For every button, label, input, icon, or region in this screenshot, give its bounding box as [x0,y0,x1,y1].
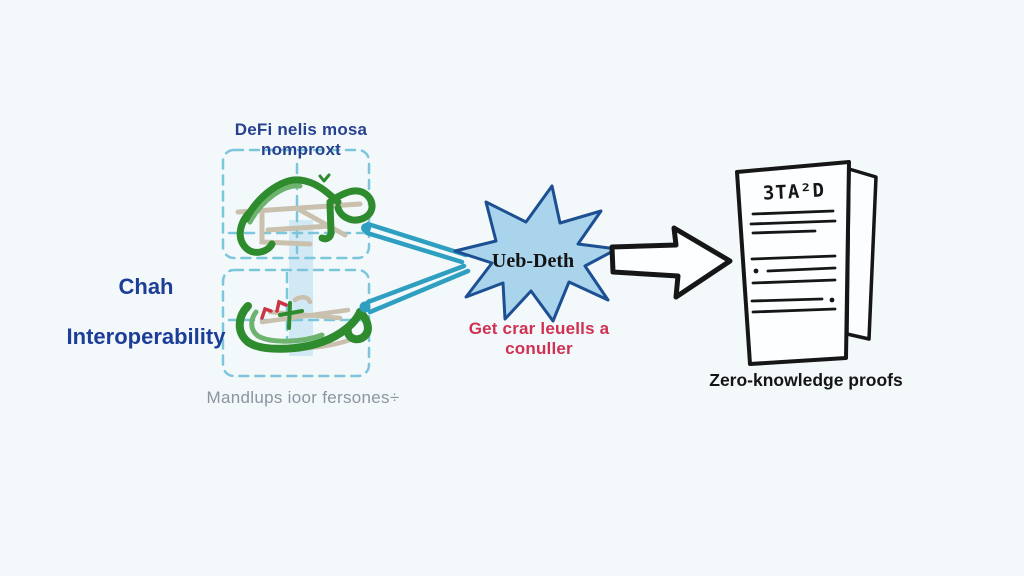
document-title: 3TA²D [762,179,826,205]
starburst-shape [453,184,619,323]
bottom-caption: Mandlups ioor fersones÷ [206,388,400,407]
highlight-band [289,220,313,356]
heading-line-1: Chah [118,274,174,299]
green-scribble-top-icon [236,173,376,256]
heading-line-2: Interoperability [66,324,226,349]
starburst-label: Ueb-Deth [491,250,575,272]
starburst-sub-caption: Get crar leuells a conuller [468,319,610,358]
zero-knowledge-caption: Zero-knowledge proofs [709,370,903,390]
chain-interoperability-heading: Chah Interoperability [50,249,242,349]
arrow-right-icon [609,225,733,300]
top-caption: DeFi nelis mosa nomproxt [234,120,368,159]
connector-arrow-bottom-icon [359,263,471,315]
connector-arrow-top-icon [361,221,469,265]
red-marks-icon [260,299,288,320]
document-icon [735,160,878,366]
document-text-lines [749,209,837,314]
green-scribble-bottom-icon [235,301,372,353]
